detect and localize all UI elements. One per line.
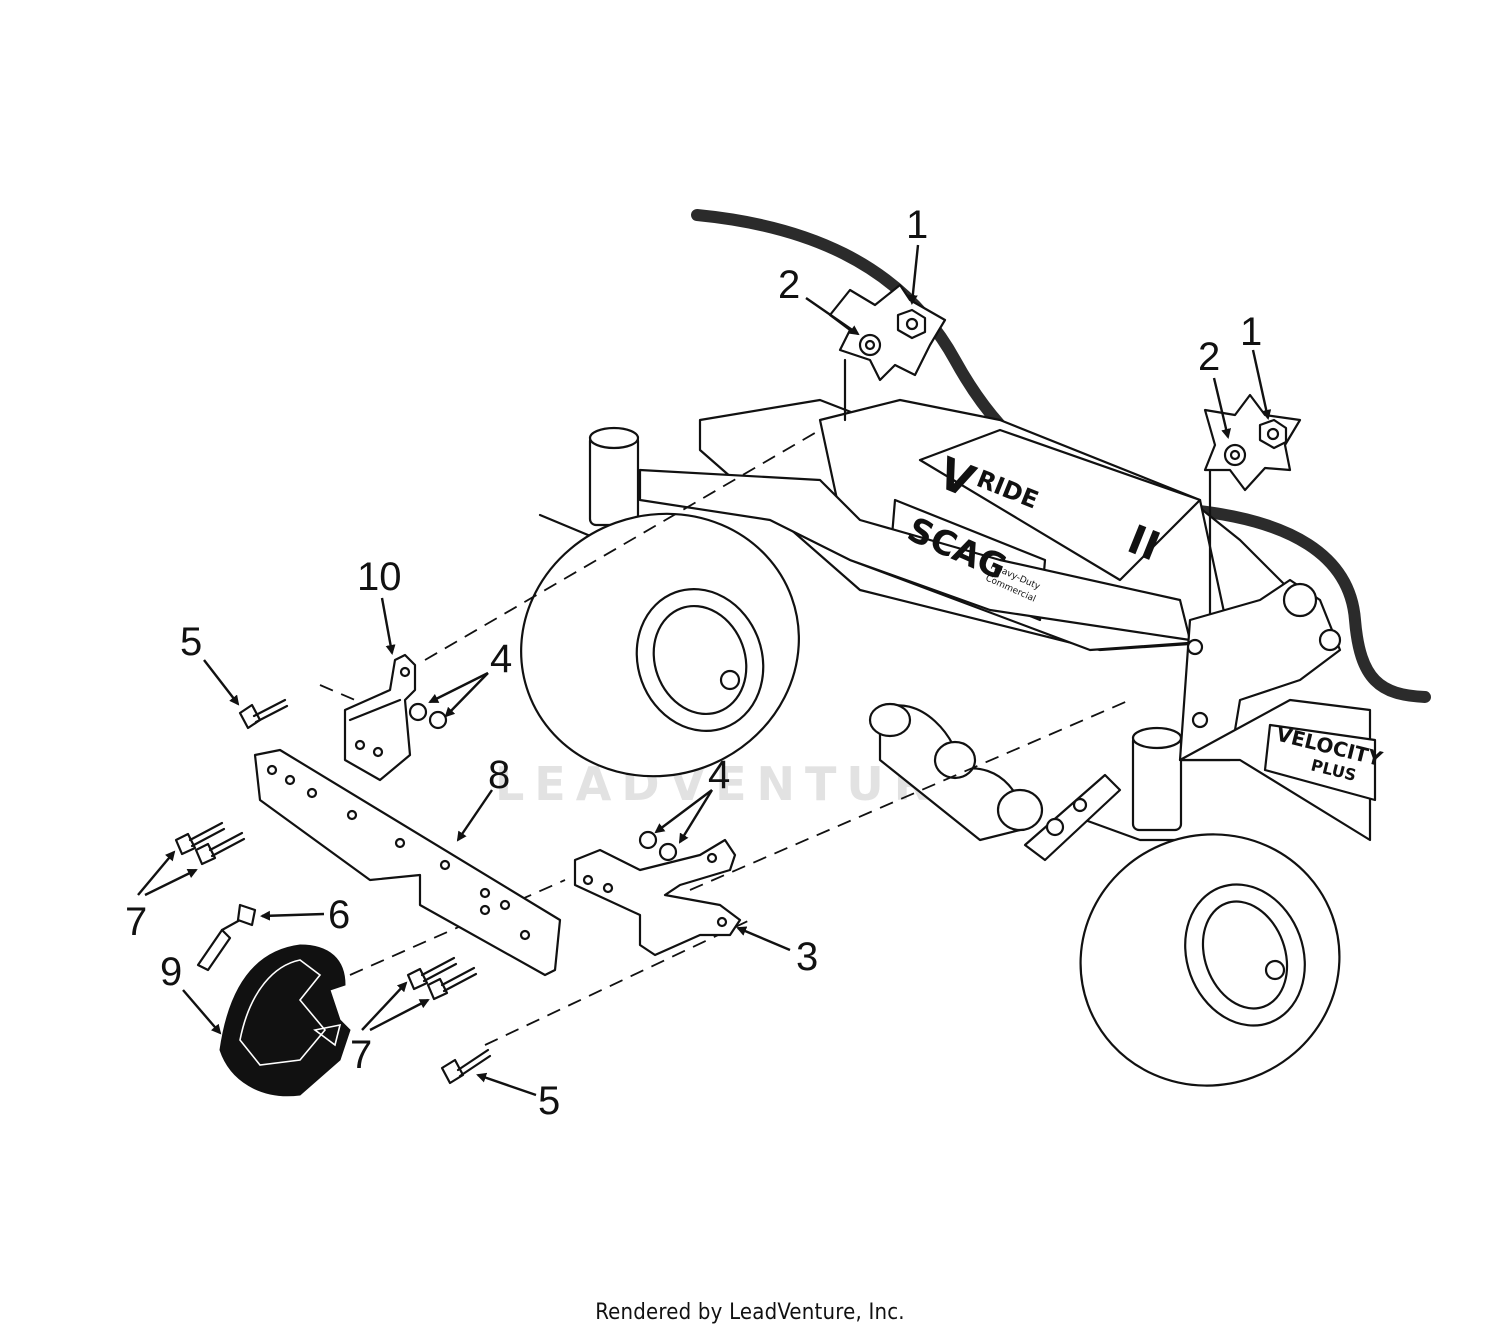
alignment-lines xyxy=(319,429,1131,1046)
bolts-7-right xyxy=(406,956,478,1001)
callout-5-upper: 5 xyxy=(180,620,202,664)
lock-pin-6 xyxy=(196,903,257,972)
callout-1-top-left: 1 xyxy=(906,203,928,247)
callout-4-upper: 4 xyxy=(490,637,512,681)
callout-6: 6 xyxy=(328,893,350,937)
mower-frame xyxy=(538,358,1377,977)
callout-2-top-right: 2 xyxy=(1198,335,1220,379)
callout-7-right: 7 xyxy=(350,1033,372,1077)
callout-5-lower: 5 xyxy=(538,1079,560,1123)
callout-2-top-left: 2 xyxy=(778,263,800,307)
weight-bar-8 xyxy=(253,748,562,977)
bolts-7-left xyxy=(174,821,246,866)
bolt-5-upper xyxy=(238,698,289,730)
callout-8: 8 xyxy=(488,753,510,797)
bracket-10 xyxy=(343,653,417,782)
footer-credit: Rendered by LeadVenture, Inc. xyxy=(595,1300,905,1325)
callout-7-left: 7 xyxy=(125,900,147,944)
callout-9: 9 xyxy=(160,950,182,994)
nuts-4-lower xyxy=(638,830,678,862)
callout-1-top-right: 1 xyxy=(1240,310,1262,354)
left-wheel xyxy=(520,512,800,778)
nuts-4-upper xyxy=(408,702,448,730)
hardware-burst-right xyxy=(1203,393,1302,492)
right-wheel xyxy=(1079,833,1341,1087)
callout-4-lower: 4 xyxy=(708,753,730,797)
callout-labels: 1 2 1 2 10 5 4 8 4 7 6 9 3 7 5 xyxy=(125,203,1262,1123)
callout-3: 3 xyxy=(796,935,818,979)
weight-9 xyxy=(219,944,351,1097)
bolt-5-lower xyxy=(440,1048,492,1085)
hardware-burst-left xyxy=(828,283,947,382)
bracket-3 xyxy=(573,838,742,957)
callout-leaders xyxy=(137,244,1272,1097)
callout-10: 10 xyxy=(357,555,402,599)
